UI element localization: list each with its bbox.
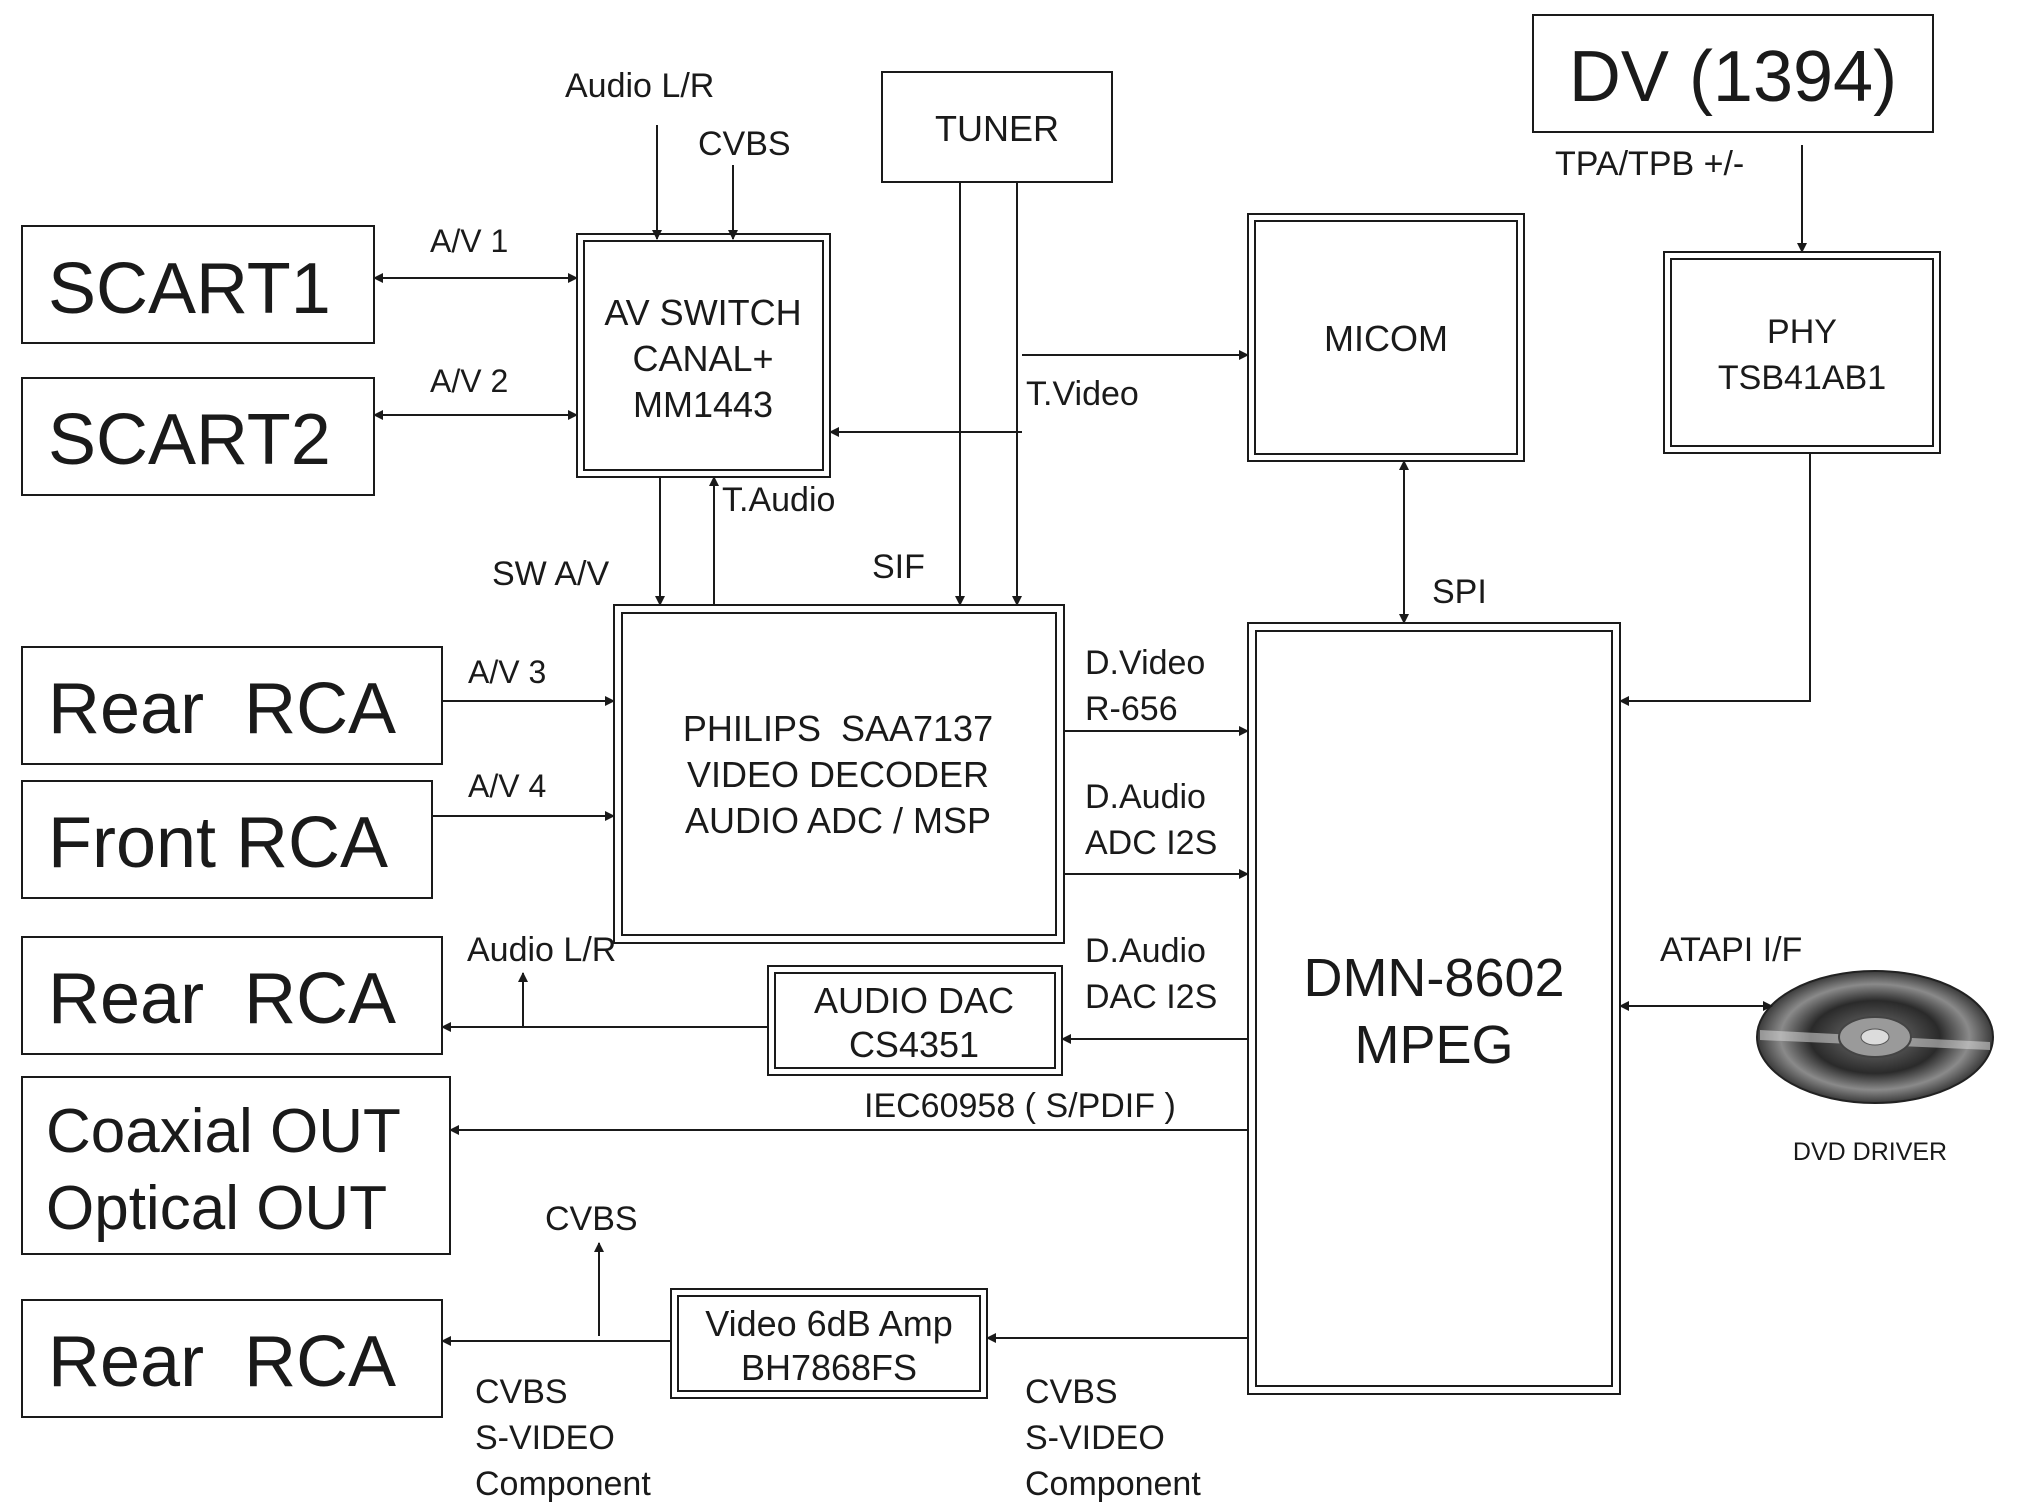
video-left-label-1: CVBS [475, 1373, 568, 1411]
av-switch-label-2: CANAL+ [632, 338, 773, 379]
t-video-label: T.Video [1026, 375, 1139, 413]
video-left-label-3: Component [475, 1465, 651, 1503]
t-audio-label: T.Audio [722, 481, 835, 519]
phy-label-2: TSB41AB1 [1718, 359, 1886, 397]
cvbs-top-label: CVBS [698, 125, 791, 163]
coaxial-optical-block: Coaxial OUT Optical OUT [22, 1077, 450, 1254]
tuner-label: TUNER [935, 108, 1059, 149]
optical-out-label: Optical OUT [46, 1174, 387, 1243]
rear-rca-input-label: Rear RCA [48, 669, 396, 749]
scart1-label: SCART1 [48, 249, 331, 329]
av-switch-block: AV SWITCH CANAL+ MM1443 [577, 234, 830, 477]
scart2-label: SCART2 [48, 400, 331, 480]
rear-rca-video-label: Rear RCA [48, 1322, 396, 1402]
video-amp-block: Video 6dB Amp BH7868FS [671, 1289, 987, 1398]
rear-rca-audio-label: Rear RCA [48, 959, 396, 1039]
video-right-label-1: CVBS [1025, 1373, 1118, 1411]
av-switch-label-1: AV SWITCH [604, 292, 801, 333]
dvd-disc-icon [1757, 971, 1993, 1103]
atapi-label: ATAPI I/F [1660, 931, 1802, 969]
mpeg-block: DMN-8602 MPEG [1248, 623, 1620, 1394]
av-switch-label-3: MM1443 [633, 384, 773, 425]
rear-rca-video-block: Rear RCA [22, 1300, 442, 1417]
video-right-label-2: S-VIDEO [1025, 1419, 1165, 1457]
tpa-tpb-label: TPA/TPB +/- [1555, 145, 1744, 183]
dvd-driver-label: DVD DRIVER [1793, 1138, 1947, 1166]
micom-block: MICOM [1248, 214, 1524, 461]
rear-rca-audio-block: Rear RCA [22, 937, 442, 1054]
spi-label: SPI [1432, 573, 1487, 611]
front-rca-label: Front RCA [48, 803, 388, 883]
decoder-label-2: VIDEO DECODER [687, 754, 989, 795]
mpeg-label-1: DMN-8602 [1303, 948, 1564, 1008]
audio-dac-label-1: AUDIO DAC [814, 980, 1014, 1021]
video-amp-label-1: Video 6dB Amp [705, 1303, 953, 1344]
audio-lr-top-label: Audio L/R [565, 67, 714, 105]
d-audio-dac-label-1: D.Audio [1085, 932, 1206, 970]
phy-to-mpeg [1620, 453, 1810, 701]
cvbs-out-label: CVBS [545, 1200, 638, 1238]
av4-label: A/V 4 [468, 768, 546, 804]
dv-1394-block: DV (1394) [1533, 15, 1933, 132]
decoder-label-3: AUDIO ADC / MSP [685, 800, 991, 841]
av2-label: A/V 2 [430, 363, 508, 399]
sif-label: SIF [872, 548, 925, 586]
av3-label: A/V 3 [468, 654, 546, 690]
front-rca-block: Front RCA [22, 781, 432, 898]
audio-dac-label-2: CS4351 [849, 1024, 979, 1065]
av1-label: A/V 1 [430, 223, 508, 259]
d-audio-dac-label-2: DAC I2S [1085, 978, 1217, 1016]
audio-dac-block: AUDIO DAC CS4351 [768, 966, 1062, 1075]
video-amp-label-2: BH7868FS [741, 1347, 917, 1388]
coaxial-out-label: Coaxial OUT [46, 1097, 401, 1166]
sw-av-label: SW A/V [492, 555, 609, 593]
scart1-block: SCART1 [22, 226, 374, 343]
video-left-label-2: S-VIDEO [475, 1419, 615, 1457]
tuner-block: TUNER [882, 72, 1112, 182]
video-right-label-3: Component [1025, 1465, 1201, 1503]
phy-block: PHY TSB41AB1 [1664, 252, 1940, 453]
micom-label: MICOM [1324, 318, 1448, 359]
d-video-label-1: D.Video [1085, 644, 1205, 682]
iec-label: IEC60958 ( S/PDIF ) [864, 1087, 1176, 1125]
dv-1394-label: DV (1394) [1569, 37, 1897, 117]
d-audio-adc-label-1: D.Audio [1085, 778, 1206, 816]
mpeg-label-2: MPEG [1354, 1015, 1513, 1075]
audio-lr-out-label: Audio L/R [467, 931, 616, 969]
d-audio-adc-label-2: ADC I2S [1085, 824, 1217, 862]
video-decoder-block: PHILIPS SAA7137 VIDEO DECODER AUDIO ADC … [614, 605, 1064, 943]
d-video-label-2: R-656 [1085, 690, 1178, 728]
decoder-label-1: PHILIPS SAA7137 [683, 708, 993, 749]
phy-label-1: PHY [1767, 313, 1837, 351]
scart2-block: SCART2 [22, 378, 374, 495]
rear-rca-input-block: Rear RCA [22, 647, 442, 764]
